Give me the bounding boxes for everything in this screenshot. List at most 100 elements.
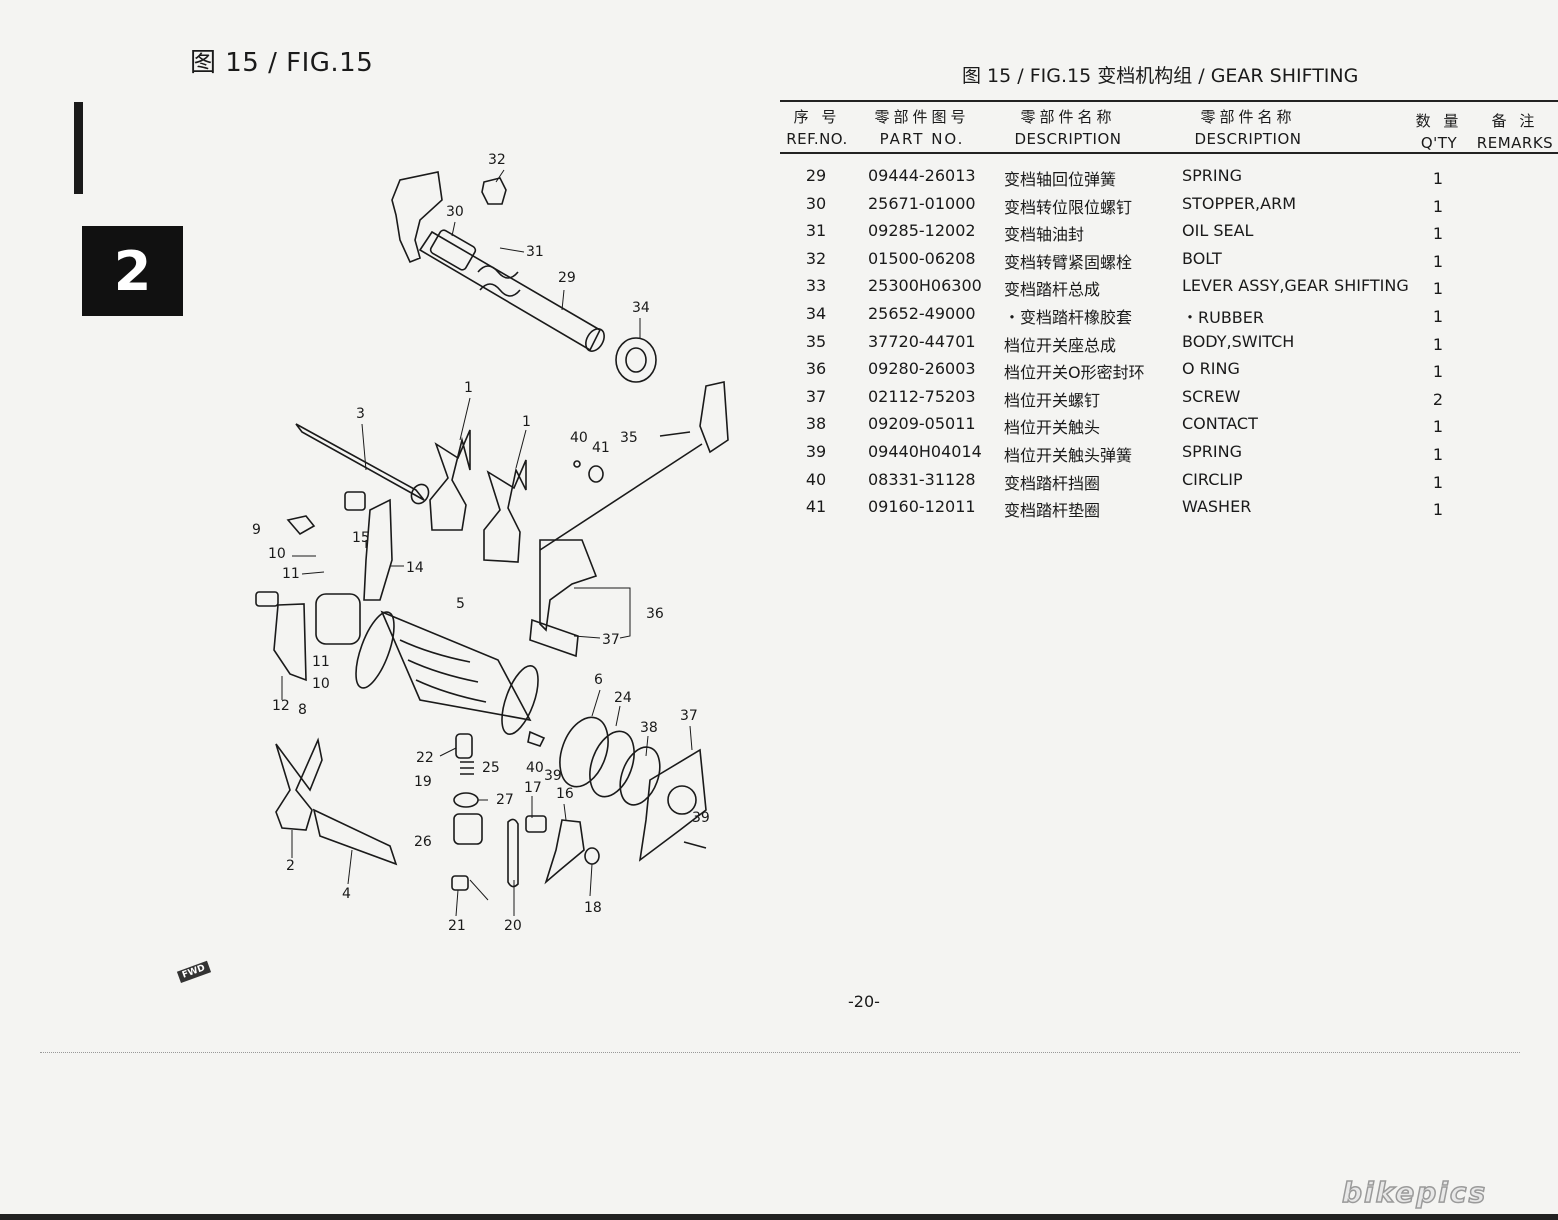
callout-20: 20	[504, 918, 522, 934]
table-row: 35 37720-44701 档位开关座总成 BODY,SWITCH 1	[805, 331, 1444, 355]
stopper-16-part	[544, 819, 585, 885]
callout-26: 27	[496, 792, 514, 808]
callout-4: 4	[342, 886, 351, 902]
stopper-plate-part	[363, 498, 393, 601]
callout-21: 21	[448, 918, 466, 934]
bolt-21-part	[451, 875, 469, 891]
callout-2: 2	[286, 858, 295, 874]
shift-fork-2-part	[275, 737, 323, 831]
callout-1a: 1	[464, 380, 473, 396]
section-number-badge: 2	[82, 226, 183, 316]
callout-10b: 10	[312, 676, 330, 692]
callout-3: 3	[356, 406, 365, 422]
table-title: 图 15 / FIG.15 变档机构组 / GEAR SHIFTING	[962, 65, 1359, 87]
callout-32: 35	[620, 430, 638, 446]
spring-20-part	[507, 818, 519, 888]
callout-27: 29	[558, 270, 576, 286]
table-row: 36 09280-26003 档位开关O形密封环 O RING 1	[805, 359, 1444, 383]
arm-stopper-part	[481, 177, 507, 205]
callout-14: 14	[406, 560, 424, 576]
shift-link-part	[699, 381, 729, 454]
table-header-rule	[780, 152, 1558, 154]
gear-shift-lever-part	[539, 539, 598, 632]
scan-bottom-edge	[0, 1214, 1558, 1220]
section-marker-bar	[74, 102, 83, 194]
washer-41-part	[588, 465, 604, 483]
callout-9: 9	[252, 522, 261, 538]
table-row: 29 09444-26013 变档轴回位弹簧 SPRING 1	[805, 166, 1444, 189]
lever-bolt-part	[659, 431, 691, 437]
callout-35: 37	[680, 708, 698, 724]
figure-title: 图 15 / FIG.15	[190, 48, 374, 78]
header-part-no: 零部件图号 PART NO.	[874, 108, 970, 148]
callout-12: 12	[272, 698, 290, 714]
ring-6-part	[559, 716, 609, 788]
callout-8: 8	[298, 702, 307, 718]
bolt-17-part	[525, 815, 547, 833]
callout-33: 36	[646, 606, 664, 622]
callout-41: 41	[592, 440, 610, 456]
callout-22: 22	[416, 750, 434, 766]
table-row: 41 09160-12011 变档踏杆垫圈 WASHER 1	[805, 497, 1444, 521]
shift-fork-1b-part	[483, 459, 527, 563]
table-row: 39 09440H04014 档位开关触头弹簧 SPRING 1	[805, 441, 1444, 465]
callout-24: 25	[482, 760, 500, 776]
callout-1b: 1	[522, 414, 531, 430]
cam-body-part	[315, 593, 361, 645]
callout-23: 24	[614, 690, 632, 706]
header-remarks: 备 注 REMARKS	[1476, 112, 1554, 152]
table-row: 30 25671-01000 变档转位限位螺钉 STOPPER,ARM 1	[805, 193, 1444, 217]
callout-11a: 11	[282, 566, 300, 582]
cam-plate-part	[273, 603, 307, 682]
washer-18-part	[584, 847, 600, 865]
plate-bolt-part	[344, 491, 366, 511]
callout-5: 5	[456, 596, 465, 612]
neutral-pin-part	[455, 733, 473, 759]
table-row: 31 09285-12002 变档轴油封 OIL SEAL 1	[805, 221, 1444, 245]
callout-28: 30	[446, 204, 464, 220]
callout-16: 16	[556, 786, 574, 802]
page-bottom-rule	[40, 1052, 1520, 1053]
switch-body-part	[638, 748, 707, 862]
o-ring-36-part	[619, 746, 661, 806]
callout-40: 40	[570, 430, 588, 446]
header-desc-zh: 零部件名称 DESCRIPTION	[1014, 108, 1122, 148]
callout-15: 15	[352, 530, 370, 546]
callout-37: 39	[692, 810, 710, 826]
table-row: 33 25300H06300 变档踏杆总成 LEVER ASSY,GEAR SH…	[805, 276, 1444, 300]
contact-38-part	[527, 730, 546, 747]
page-number: -20-	[848, 992, 880, 1011]
table-top-rule	[780, 100, 1558, 102]
fork-shaft-3-part	[295, 423, 425, 501]
header-ref: 序 号 REF.NO.	[786, 108, 848, 148]
callout-19: 19	[414, 774, 432, 790]
callout-36: 38	[640, 720, 658, 736]
fork-shaft-4-part	[312, 808, 398, 866]
callout-31: 34	[632, 300, 650, 316]
plunger-spring-part	[460, 761, 474, 775]
watermark-logo: bikepics	[1341, 1175, 1488, 1210]
callout-34: 37	[602, 632, 620, 648]
table-row: 32 01500-06208 变档转臂紧固螺栓 BOLT 1	[805, 248, 1444, 272]
callout-17: 17	[524, 780, 542, 796]
table-row: 38 09209-05011 档位开关触头 CONTACT 1	[805, 414, 1444, 438]
callout-29: 31	[526, 244, 544, 260]
callout-39: 40	[526, 760, 544, 776]
callout-38: 39	[544, 768, 562, 784]
circlip-part	[573, 460, 581, 468]
callout-25: 26	[414, 834, 432, 850]
table-row: 37 02112-75203 档位开关螺钉 SCREW 2	[805, 386, 1444, 410]
callout-18: 18	[584, 900, 602, 916]
callout-6: 6	[594, 672, 603, 688]
table-row: 34 25652-49000 ・变档踏杆橡胶套 ・RUBBER 1	[805, 303, 1444, 327]
shift-arm-part	[391, 171, 443, 264]
shift-fork-1a-part	[429, 429, 471, 531]
shift-drum-part	[380, 610, 532, 722]
parts-table-body: 29 09444-26013 变档轴回位弹簧 SPRING 1 30 25671…	[780, 160, 1558, 521]
lever-rubber-part	[529, 618, 579, 658]
header-desc-en: 零部件名称 DESCRIPTION	[1194, 108, 1302, 148]
callout-10a: 10	[268, 546, 286, 562]
drain-plug-part	[453, 813, 483, 845]
table-row: 40 08331-31128 变档踏杆挡圈 CIRCLIP 1	[805, 469, 1444, 493]
pawl-9-part	[286, 515, 316, 536]
